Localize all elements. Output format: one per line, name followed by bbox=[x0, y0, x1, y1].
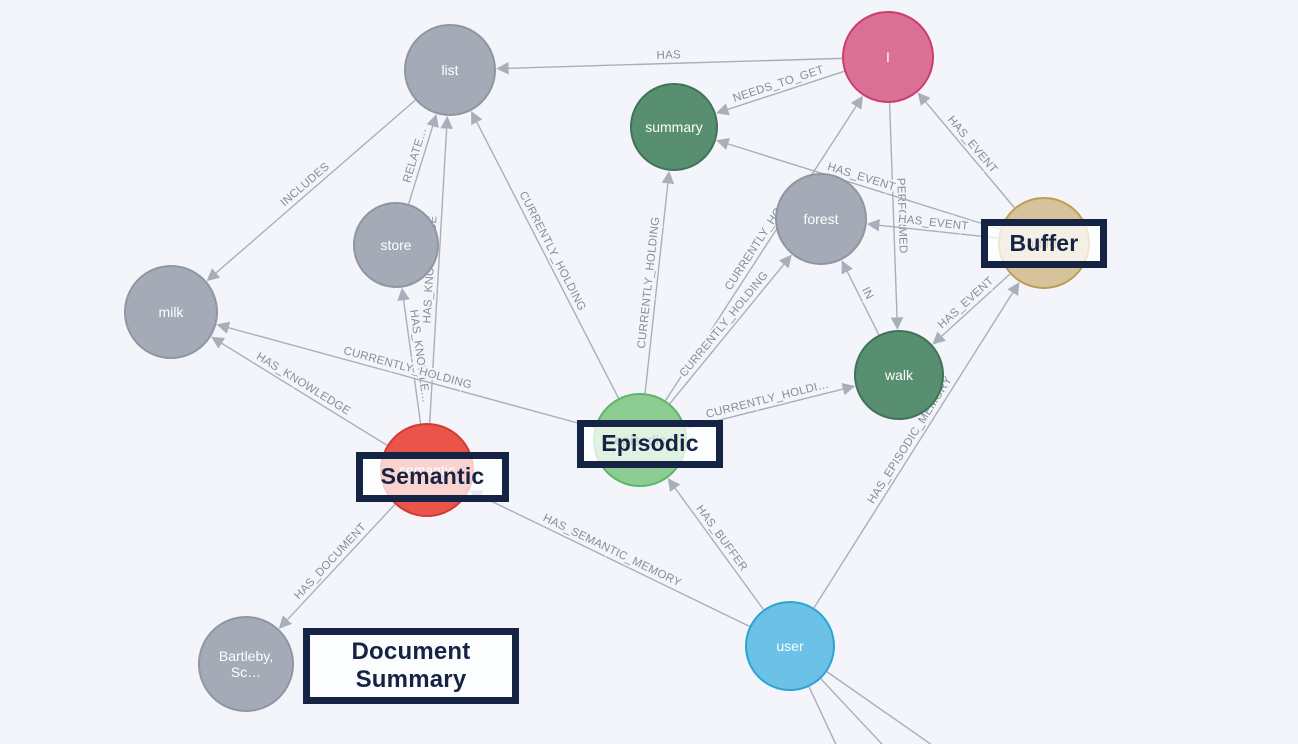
edge-walk-forest[interactable]: IN bbox=[841, 260, 880, 336]
node-label-summary: summary bbox=[645, 119, 703, 135]
node-label-episodic: episodic bbox=[614, 432, 665, 448]
node-label-buffer: buffer bbox=[1026, 235, 1062, 251]
node-label-milk: milk bbox=[159, 304, 185, 320]
edge-episodic-summary[interactable]: CURRENTLY_HOLDING bbox=[634, 170, 675, 394]
edge-label-buffer-walk: HAS_EVENT bbox=[936, 275, 996, 331]
node-store[interactable]: store bbox=[353, 202, 439, 288]
node-circle-milk[interactable] bbox=[124, 265, 218, 359]
node-label-i: I bbox=[886, 49, 890, 65]
edge-user-offscreen[interactable] bbox=[808, 686, 846, 744]
node-list[interactable]: list bbox=[404, 24, 496, 116]
edge-user-offscreen[interactable] bbox=[820, 678, 895, 744]
edge-episodic-list[interactable]: CURRENTLY_HOLDING bbox=[471, 111, 620, 399]
edge-label-episodic-summary: CURRENTLY_HOLDING bbox=[636, 216, 662, 349]
node-label-bartleby: Sc… bbox=[231, 664, 261, 680]
node-label-forest: forest bbox=[803, 211, 838, 227]
edge-buffer-walk[interactable]: HAS_EVENT bbox=[932, 273, 1011, 345]
edge-buffer-i[interactable]: HAS_EVENT bbox=[917, 92, 1015, 209]
node-summary[interactable]: summary bbox=[630, 83, 718, 171]
node-semantic[interactable]: semantic bbox=[380, 423, 474, 517]
node-circle-list[interactable] bbox=[404, 24, 496, 116]
node-circle-summary[interactable] bbox=[630, 83, 718, 171]
node-circle-forest[interactable] bbox=[775, 173, 867, 265]
node-circle-i[interactable] bbox=[842, 11, 934, 103]
edge-user-offscreen[interactable] bbox=[826, 671, 942, 744]
edge-i-summary[interactable]: NEEDS_TO_GET bbox=[715, 62, 845, 116]
edge-user-episodic[interactable]: HAS_BUFFER bbox=[667, 478, 765, 611]
edge-user-buffer[interactable]: HAS_EPISODIC_MEMORY bbox=[813, 282, 1020, 609]
edge-semantic-bartleby[interactable]: HAS_DOCUMENT bbox=[278, 503, 396, 629]
node-label-bartleby: Bartleby, bbox=[219, 648, 273, 664]
node-i[interactable]: I bbox=[842, 11, 934, 103]
node-bartleby[interactable]: Bartleby,Sc… bbox=[198, 616, 294, 712]
edge-buffer-forest[interactable]: HAS_EVENT bbox=[866, 211, 999, 239]
edge-label-i-summary: NEEDS_TO_GET bbox=[732, 64, 826, 105]
node-walk[interactable]: walk bbox=[854, 330, 944, 420]
node-label-semantic: semantic bbox=[399, 462, 455, 478]
node-label-walk: walk bbox=[884, 367, 914, 383]
node-episodic[interactable]: episodic bbox=[593, 393, 687, 487]
edge-label-user-semantic: HAS_SEMANTIC_MEMORY bbox=[541, 512, 683, 589]
node-forest[interactable]: forest bbox=[775, 173, 867, 265]
node-circle-bartleby[interactable] bbox=[198, 616, 294, 712]
node-buffer[interactable]: buffer bbox=[998, 197, 1090, 289]
edge-i-list[interactable]: HAS bbox=[496, 47, 843, 75]
node-circle-store[interactable] bbox=[353, 202, 439, 288]
node-label-store: store bbox=[380, 237, 411, 253]
edge-label-buffer-i: HAS_EVENT bbox=[945, 114, 1000, 176]
node-label-user: user bbox=[776, 638, 804, 654]
edge-label-episodic-walk: CURRENTLY_HOLDI… bbox=[705, 379, 831, 421]
edge-label-semantic-milk: HAS_KNOWLEDGE bbox=[254, 351, 352, 418]
edge-episodic-walk[interactable]: CURRENTLY_HOLDI… bbox=[685, 377, 856, 430]
node-circle-user[interactable] bbox=[745, 601, 835, 691]
edge-store-list[interactable]: RELATE… bbox=[399, 114, 439, 205]
node-circle-walk[interactable] bbox=[854, 330, 944, 420]
edge-label-episodic-list: CURRENTLY_HOLDING bbox=[516, 190, 587, 313]
node-user[interactable]: user bbox=[745, 601, 835, 691]
edge-label-store-list: RELATE… bbox=[401, 126, 429, 184]
edge-label-list-milk: INCLUDES bbox=[279, 161, 332, 210]
edge-label-semantic-bartleby: HAS_DOCUMENT bbox=[292, 521, 369, 602]
edge-label-user-episodic: HAS_BUFFER bbox=[693, 503, 749, 574]
edge-label-i-list: HAS bbox=[656, 49, 681, 62]
edge-label-episodic-milk: CURRENTLY_HOLDING bbox=[342, 345, 473, 392]
node-milk[interactable]: milk bbox=[124, 265, 218, 359]
node-label-list: list bbox=[441, 62, 458, 78]
